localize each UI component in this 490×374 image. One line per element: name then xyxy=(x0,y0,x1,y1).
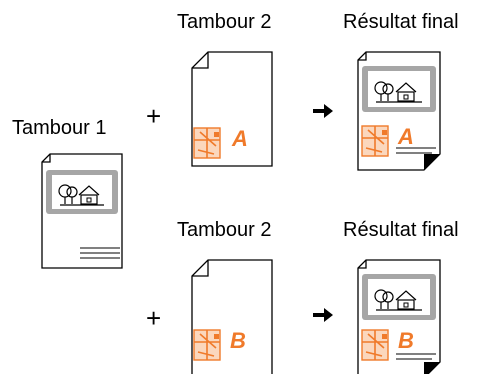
right-arrow-icon-bottom xyxy=(313,308,333,322)
plus-operator-top: + xyxy=(146,101,162,131)
right-arrow-icon-top xyxy=(313,104,333,118)
map-icon xyxy=(193,127,221,159)
photo-icon xyxy=(46,170,118,214)
overlay-letter-b-result: B xyxy=(398,328,414,353)
text-lines xyxy=(80,247,120,259)
plus-operator-bottom: + xyxy=(146,303,162,333)
map-icon xyxy=(361,125,389,157)
label-tambour-1: Tambour 1 xyxy=(12,117,107,139)
label-tambour-2-top: Tambour 2 xyxy=(177,11,272,33)
overlay-letter-b: B xyxy=(230,328,246,353)
text-lines xyxy=(396,147,436,154)
drum2-page-bottom: B xyxy=(191,259,273,374)
overlay-letter-a-result: A xyxy=(397,124,414,149)
label-resultat-final-top: Résultat final xyxy=(343,11,459,33)
label-tambour-2-bottom: Tambour 2 xyxy=(177,219,272,241)
photo-icon xyxy=(362,66,436,112)
photo-icon xyxy=(362,274,436,320)
text-lines xyxy=(396,353,436,360)
drum1-page xyxy=(41,153,123,269)
label-resultat-final-bottom: Résultat final xyxy=(343,219,459,241)
map-icon xyxy=(193,329,221,361)
overlay-letter-a: A xyxy=(231,126,248,151)
map-icon xyxy=(361,329,389,361)
drum2-page-top: A xyxy=(191,51,273,167)
result-page-bottom: B xyxy=(357,259,441,374)
result-page-top: A xyxy=(357,51,441,171)
